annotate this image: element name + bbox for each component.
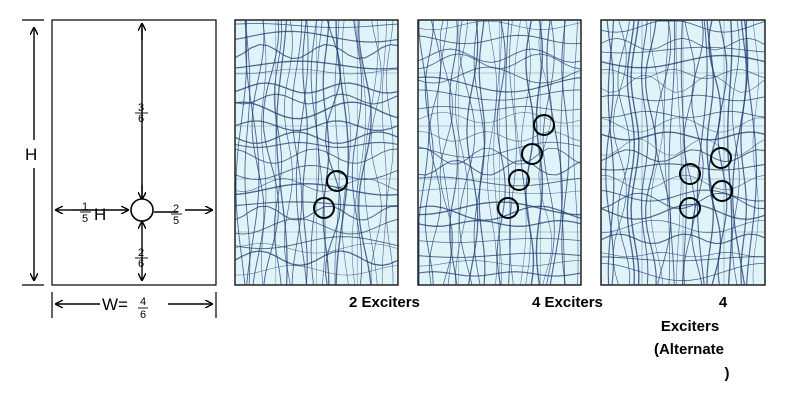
caption-2-exciters: 2 Exciters bbox=[349, 294, 420, 311]
bottom-fraction-den: 6 bbox=[138, 258, 144, 270]
exciter-circle bbox=[313, 197, 335, 219]
mode-shape-mesh bbox=[417, 19, 582, 286]
left-fraction-suffix: H bbox=[94, 205, 106, 224]
bottom-fraction-num: 2 bbox=[138, 247, 144, 259]
width-fraction-num: 4 bbox=[140, 296, 146, 308]
width-fraction-den: 6 bbox=[140, 309, 146, 321]
panel-4-exciters-alternate bbox=[600, 19, 766, 286]
caption-4-exciters-alternate: 4 Exciters (Alternate ) bbox=[654, 294, 730, 382]
exciter-circle bbox=[679, 163, 701, 185]
exciter-circle bbox=[326, 170, 348, 192]
caption-4-exciters: 4 Exciters bbox=[532, 294, 603, 311]
caption-line: (Alternate bbox=[654, 341, 724, 358]
exciter-circle bbox=[521, 143, 543, 165]
left-fraction-den: 5 bbox=[82, 213, 88, 225]
left-fraction-num: 1 bbox=[82, 201, 88, 213]
plate-outline bbox=[51, 19, 217, 286]
width-dimension: W= 4 6 bbox=[51, 292, 217, 321]
height-dimension: H bbox=[22, 19, 44, 286]
plate-schematic: H W= 4 6 3 6 2 6 1 5 H bbox=[22, 19, 217, 321]
height-label: H bbox=[25, 145, 37, 164]
caption-line: ) bbox=[725, 365, 730, 382]
panel-4-exciters bbox=[417, 19, 582, 286]
right-fraction-num: 2 bbox=[173, 203, 179, 215]
panel-2-exciters bbox=[234, 19, 399, 286]
exciter-circle bbox=[710, 147, 732, 169]
exciter-circle bbox=[508, 169, 530, 191]
exciter-circle bbox=[533, 114, 555, 136]
exciter-marker bbox=[130, 198, 154, 222]
right-fraction-den: 5 bbox=[173, 215, 179, 227]
exciter-circle bbox=[679, 197, 701, 219]
caption-line: 4 bbox=[719, 294, 728, 311]
caption-line: Exciters bbox=[661, 318, 719, 335]
exciter-circle bbox=[711, 180, 733, 202]
exciter-circle bbox=[497, 197, 519, 219]
top-fraction-num: 3 bbox=[138, 102, 144, 114]
mode-shape-mesh bbox=[234, 19, 399, 286]
mode-shape-mesh bbox=[600, 19, 766, 286]
top-fraction-den: 6 bbox=[138, 113, 144, 125]
width-label: W= bbox=[102, 295, 128, 314]
